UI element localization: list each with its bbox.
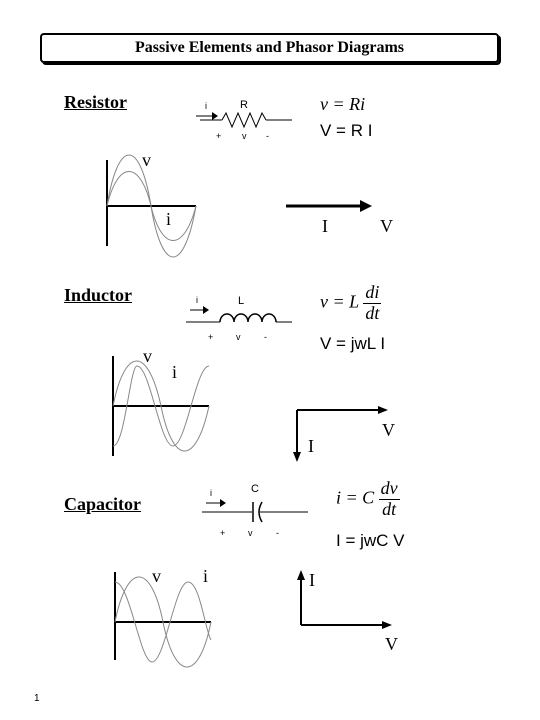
capacitor-symbol-name: C [251,483,259,495]
resistor-symbol-plus: + [216,131,222,141]
capacitor-phasor-i-label: I [309,570,315,590]
capacitor-equation-time: i = C dv dt [336,478,400,520]
resistor-phasor-v-label: V [380,216,393,236]
capacitor-heading: Capacitor [64,494,141,514]
resistor-wave-i-label: i [166,209,172,229]
inductor-phasor-i-label: I [308,436,314,456]
capacitor-wave-v [114,576,212,668]
resistor-zigzag [221,111,267,129]
capacitor-wave-i-label: i [203,566,209,586]
inductor-heading: Inductor [64,285,133,305]
capacitor-current-arrowhead [220,499,226,507]
capacitor-symbol-plus: + [220,528,226,538]
capacitor-equation-num: dv [378,478,400,500]
resistor-symbol-name: R [240,99,248,111]
inductor-equation-num: di [363,282,382,304]
inductor-symbol-name: L [238,295,245,307]
resistor-symbol [196,111,292,129]
resistor-wave-i [106,171,197,241]
inductor-equation-time: v = L di dt [320,282,382,324]
inductor-coil [219,313,277,323]
inductor-phasor-v-label: V [382,420,395,440]
capacitor-phasor [297,570,392,629]
inductor-waveform [112,356,210,456]
resistor-symbol-minus: - [266,131,269,141]
resistor-heading: Resistor [64,92,127,112]
inductor-equation-lhs: v = L [320,291,359,312]
resistor-equation-phasor: V = R I [320,121,373,140]
capacitor-equation-den: dt [382,498,397,519]
inductor-symbol-current-label: i [196,295,198,305]
resistor-waveform [106,154,197,258]
page-title: Passive Elements and Phasor Diagrams [134,39,405,56]
inductor-symbol-v: v [236,332,241,342]
resistor-symbol-current-label: i [205,101,207,111]
inductor-wave-v-label: v [143,346,152,366]
capacitor-wave-i [114,581,212,663]
resistor-phasor [286,200,372,212]
capacitor-symbol [202,499,308,523]
inductor-phasor-i-arrowhead [293,452,301,462]
inductor-symbol-plus: + [208,332,214,342]
inductor-equation-den: dt [365,302,380,323]
inductor-symbol [186,306,292,323]
capacitor-symbol-v: v [248,528,253,538]
capacitor-symbol-current-label: i [210,488,212,498]
inductor-wave-i-label: i [172,362,178,382]
inductor-equation-phasor: V = jwL I [320,334,386,353]
inductor-equation-fraction: di dt [363,282,382,324]
capacitor-waveform [114,572,212,668]
inductor-phasor-v-arrowhead [378,406,388,414]
resistor-phasor-i-label: I [322,216,328,236]
title-box: Passive Elements and Phasor Diagrams [40,33,499,63]
capacitor-phasor-i-arrowhead [297,570,305,580]
resistor-phasor-arrowhead [360,200,372,212]
capacitor-symbol-minus: - [276,528,279,538]
capacitor-plate-curved [258,501,263,523]
inductor-wave-v [112,360,210,452]
resistor-current-arrowhead [212,112,218,120]
capacitor-phasor-v-label: V [385,634,398,654]
inductor-wave-i [112,365,210,447]
page-number: 1 [34,693,40,704]
resistor-symbol-v: v [242,131,247,141]
capacitor-wave-v-label: v [152,566,161,586]
inductor-current-arrowhead [203,306,209,314]
capacitor-equation-phasor: I = jwC V [336,531,405,550]
inductor-phasor [293,406,388,462]
capacitor-phasor-v-arrowhead [382,621,392,629]
capacitor-equation-lhs: i = C [336,487,375,508]
capacitor-equation-fraction: dv dt [378,478,400,520]
inductor-symbol-minus: - [264,332,267,342]
resistor-wave-v-label: v [142,150,151,170]
resistor-equation-time: v = Ri [320,94,366,114]
